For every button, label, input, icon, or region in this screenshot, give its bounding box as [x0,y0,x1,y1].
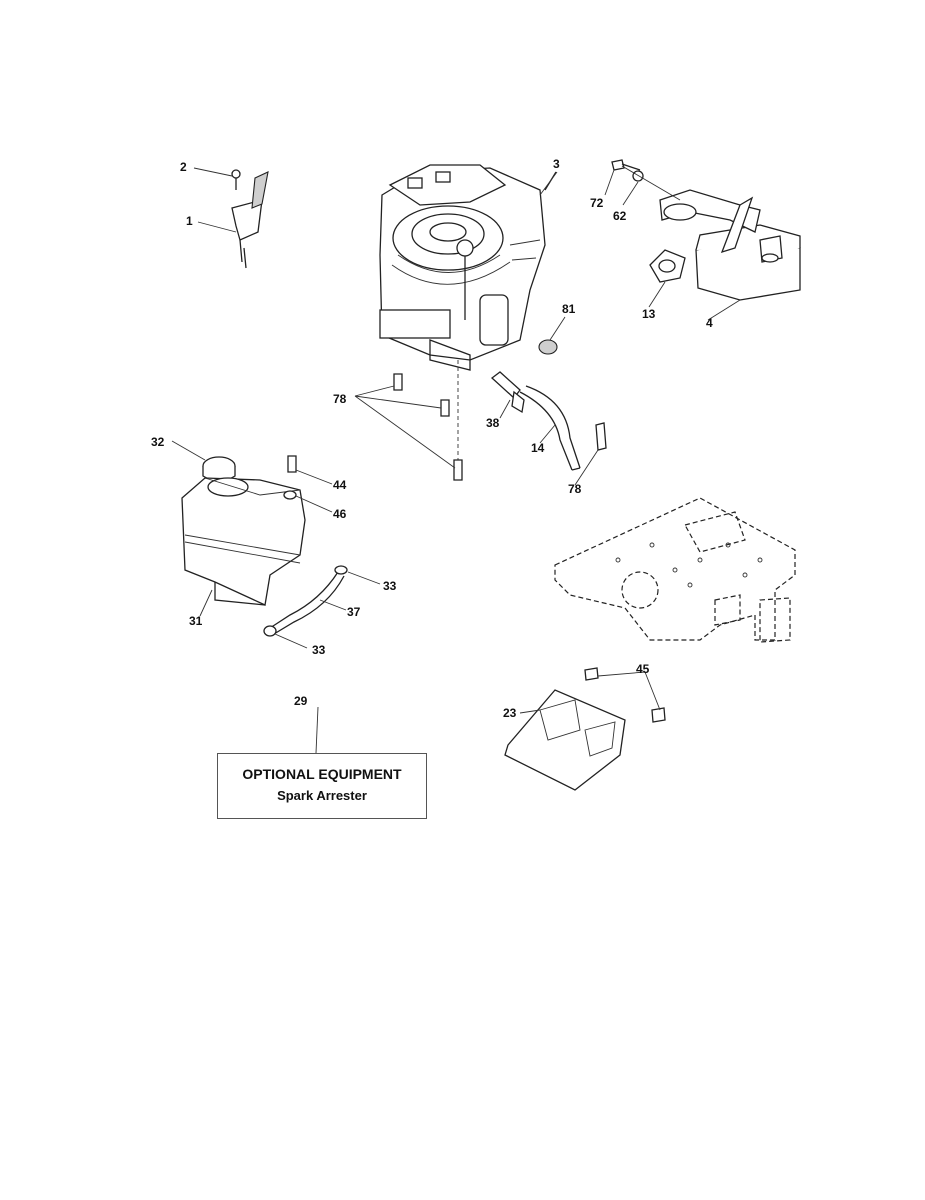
leader-lines [171,167,741,754]
chassis-frame-outline [554,497,796,643]
callout-32: 32 [151,435,165,449]
callout-33-upper: 33 [383,579,397,593]
callout-1: 1 [186,214,193,228]
callout-37: 37 [347,605,361,619]
spark-arrester-label: Spark Arrester [277,788,367,803]
engine-assembly [379,164,557,475]
optional-equipment-box: OPTIONAL EQUIPMENT Spark Arrester [217,753,427,819]
callout-labels: 2 1 3 72 62 13 4 81 78 38 14 78 32 44 46… [151,157,713,720]
callout-33-lower: 33 [312,643,326,657]
optional-equipment-title: OPTIONAL EQUIPMENT [242,766,402,782]
callout-23: 23 [503,706,517,720]
callout-45: 45 [636,662,650,676]
callout-78-left: 78 [333,392,347,406]
callout-44: 44 [333,478,347,492]
callout-13: 13 [642,307,656,321]
callout-3: 3 [553,157,560,171]
callout-2: 2 [180,160,187,174]
callout-78-right: 78 [568,482,582,496]
callout-14: 14 [531,441,545,455]
callout-46: 46 [333,507,347,521]
callout-72: 72 [590,196,604,210]
fuel-line-assembly [393,339,607,481]
fuel-tank-assembly [181,455,348,637]
callout-38: 38 [486,416,500,430]
heat-shield-assembly [504,667,666,791]
muffler-assembly [611,159,801,301]
callout-81: 81 [562,302,576,316]
callout-4: 4 [706,316,713,330]
callout-62: 62 [613,209,627,223]
callout-29: 29 [294,694,308,708]
throttle-control-assembly [231,169,269,269]
callout-31: 31 [189,614,203,628]
